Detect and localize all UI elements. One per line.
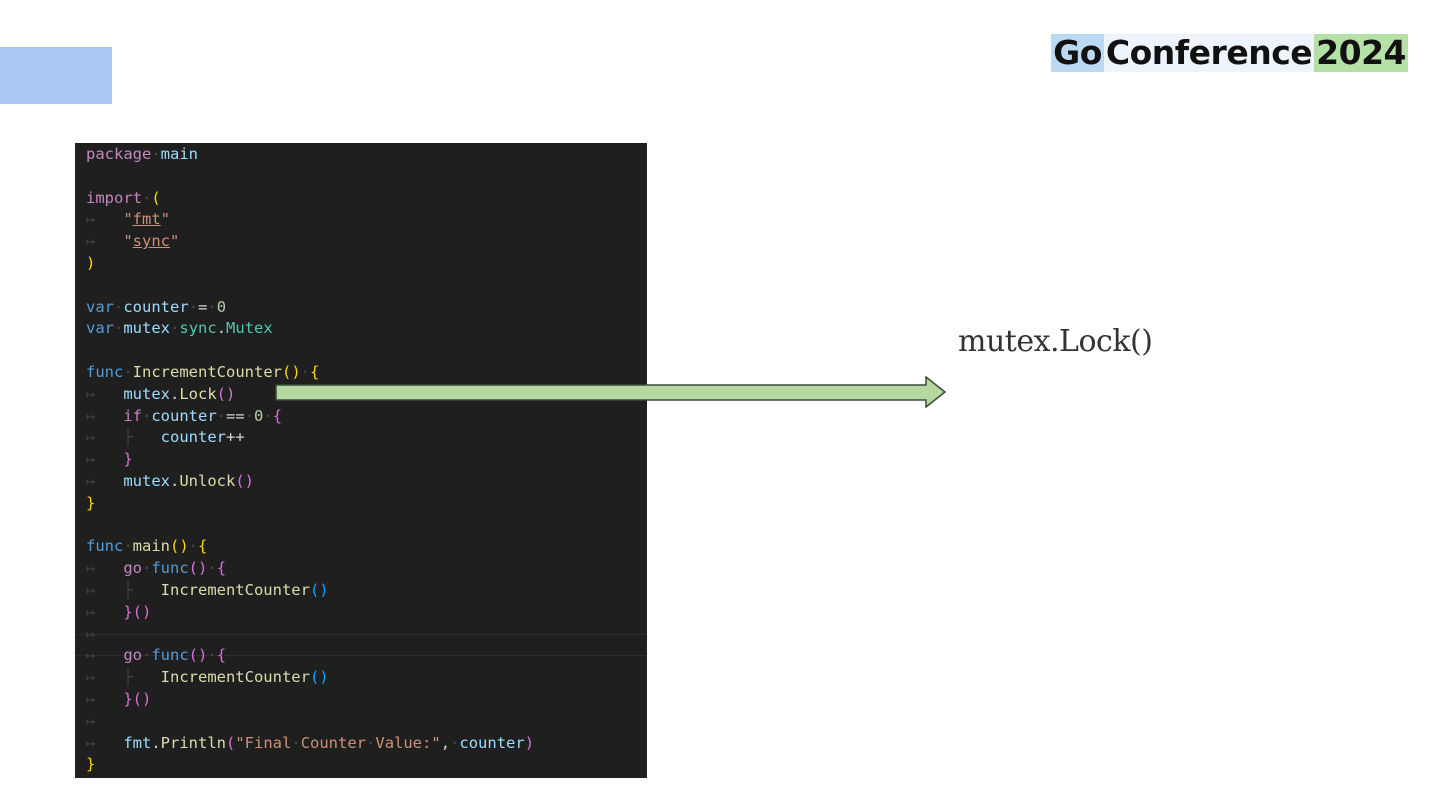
code-line-7: ​	[86, 275, 534, 297]
code-line-21: ↦ ├ IncrementCounter()	[86, 580, 329, 599]
code-line-29: }	[86, 755, 96, 774]
code-line-27: ↦	[86, 711, 124, 730]
code-line-12: ↦ mutex.Lock()	[86, 384, 236, 403]
code-line-14: ↦ ├ counter++	[86, 428, 245, 447]
code-line-1: package·main	[86, 145, 198, 163]
code-line-22: ↦ }()	[86, 602, 152, 621]
code-line-5: ↦ "sync"	[86, 232, 180, 251]
code-editor: package·main​import·(↦ "fmt"↦ "sync")​va…	[75, 143, 647, 778]
current-line-highlight	[75, 634, 647, 656]
code-line-10: ​	[86, 340, 534, 362]
logo-word-conference: Conference	[1103, 33, 1315, 72]
code-line-2: ​	[86, 166, 534, 188]
code-block: package·main​import·(↦ "fmt"↦ "sync")​va…	[86, 144, 534, 776]
logo-word-go: Go	[1051, 33, 1104, 72]
code-line-26: ↦ }()	[86, 689, 152, 708]
code-line-20: ↦ go·func()·{	[86, 559, 227, 578]
accent-block	[0, 47, 112, 104]
code-line-19: func·main()·{	[86, 537, 208, 556]
code-line-24: ↦ go·func()·{	[86, 646, 227, 665]
code-line-8: var·counter·=·0	[86, 297, 227, 316]
code-line-4: ↦ "fmt"	[86, 210, 171, 229]
code-line-18: ​	[86, 515, 534, 537]
code-line-6: )	[86, 253, 96, 272]
code-line-23: ↦	[86, 624, 124, 643]
code-line-11: func·IncrementCounter()·{	[86, 362, 320, 381]
code-line-9: var·mutex·sync.Mutex	[86, 319, 273, 338]
code-line-15: ↦ }	[86, 450, 133, 469]
code-line-16: ↦ mutex.Unlock()	[86, 471, 255, 490]
pointer-arrow-shape	[275, 376, 947, 408]
code-line-17: }	[86, 493, 96, 512]
code-line-28: ↦ fmt.Println("Final·Counter·Value:",·co…	[86, 733, 535, 752]
pointer-arrow	[275, 376, 947, 408]
code-line-25: ↦ ├ IncrementCounter()	[86, 668, 329, 687]
code-line-3: import·(	[86, 188, 161, 207]
code-line-13: ↦ if·counter·==·0·{	[86, 406, 283, 425]
logo-word-year: 2024	[1314, 33, 1408, 72]
annotation-label: mutex.Lock()	[958, 324, 1153, 359]
